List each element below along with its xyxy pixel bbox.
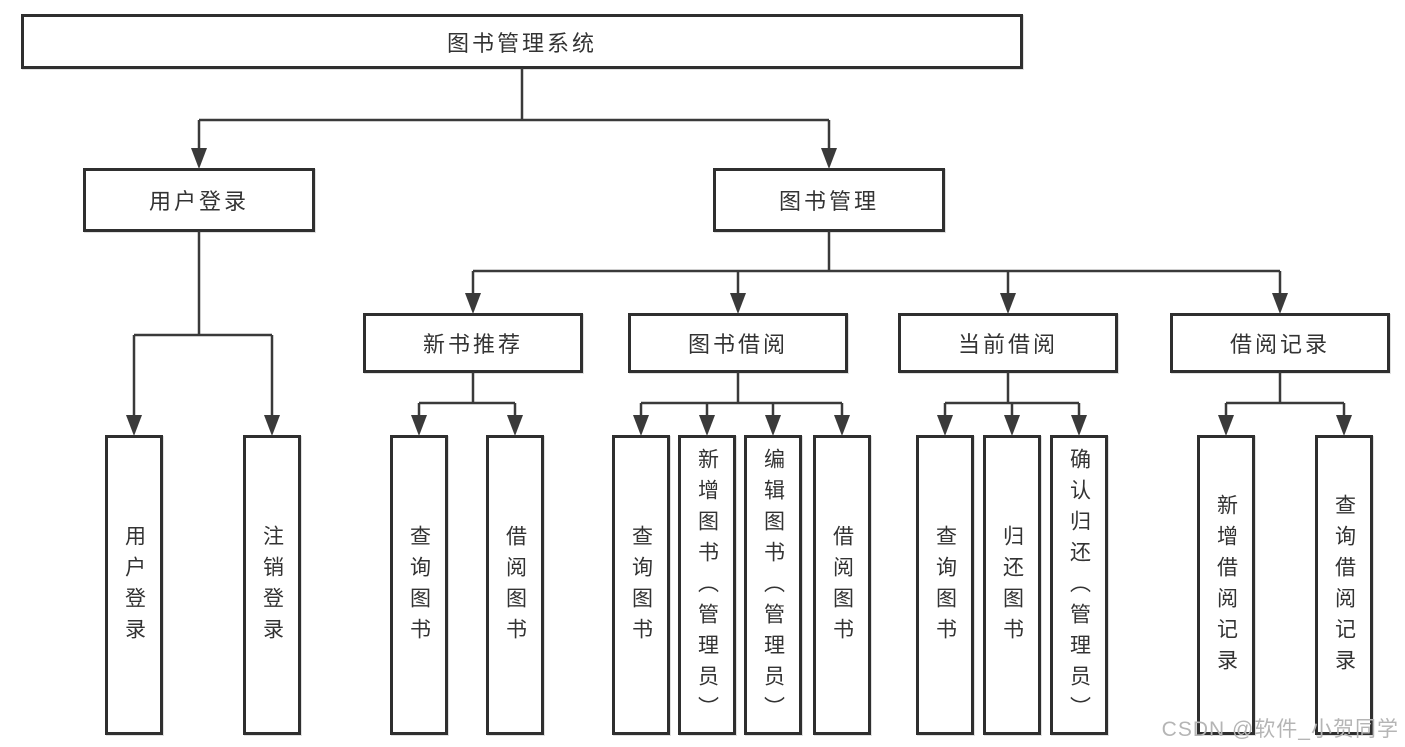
leaf-user-login: 用户登录: [105, 435, 163, 735]
arrow-g2-2: [507, 415, 523, 436]
node-book-borrowing: 图书借阅: [628, 313, 848, 373]
leaf-query-books-borrowing: 查询图书: [612, 435, 670, 735]
arrow-leaf-logout: [264, 415, 280, 436]
arrow-book-mgmt: [821, 148, 837, 169]
arrow-g5-2: [1336, 415, 1352, 436]
arrow-leaf-userlogin: [126, 415, 142, 436]
node-library-system: 图书管理系统: [21, 14, 1023, 69]
leaf-add-borrow-record: 新增借阅记录: [1197, 435, 1255, 735]
leaf-logout: 注销登录: [243, 435, 301, 735]
arrow-user-login: [191, 148, 207, 169]
arrow-g4-2: [1004, 415, 1020, 436]
node-current-borrowing: 当前借阅: [898, 313, 1118, 373]
leaf-return-books: 归还图书: [983, 435, 1041, 735]
leaf-edit-book-admin: 编辑图书（管理员）: [744, 435, 802, 735]
leaf-query-books-recommend: 查询图书: [390, 435, 448, 735]
arrow-g4-3: [1071, 415, 1087, 436]
leaf-confirm-return-admin: 确认归还（管理员）: [1050, 435, 1108, 735]
arrow-recommend: [465, 293, 481, 314]
arrow-g3-4: [834, 415, 850, 436]
arrow-g3-3: [765, 415, 781, 436]
node-user-login: 用户登录: [83, 168, 315, 232]
arrow-g2-1: [411, 415, 427, 436]
arrow-g3-2: [699, 415, 715, 436]
arrow-g4-1: [937, 415, 953, 436]
arrow-records: [1272, 293, 1288, 314]
leaf-add-book-admin: 新增图书（管理员）: [678, 435, 736, 735]
leaf-borrow-books: 借阅图书: [813, 435, 871, 735]
leaf-query-borrow-record: 查询借阅记录: [1315, 435, 1373, 735]
csdn-watermark: CSDN @软件_小贺同学: [1161, 718, 1399, 741]
arrow-borrowing: [730, 293, 746, 314]
node-book-management: 图书管理: [713, 168, 945, 232]
leaf-borrow-books-recommend: 借阅图书: [486, 435, 544, 735]
arrow-current: [1000, 293, 1016, 314]
arrow-g5-1: [1218, 415, 1234, 436]
node-borrowing-records: 借阅记录: [1170, 313, 1390, 373]
arrow-g3-1: [633, 415, 649, 436]
leaf-query-books-current: 查询图书: [916, 435, 974, 735]
node-new-book-recommend: 新书推荐: [363, 313, 583, 373]
